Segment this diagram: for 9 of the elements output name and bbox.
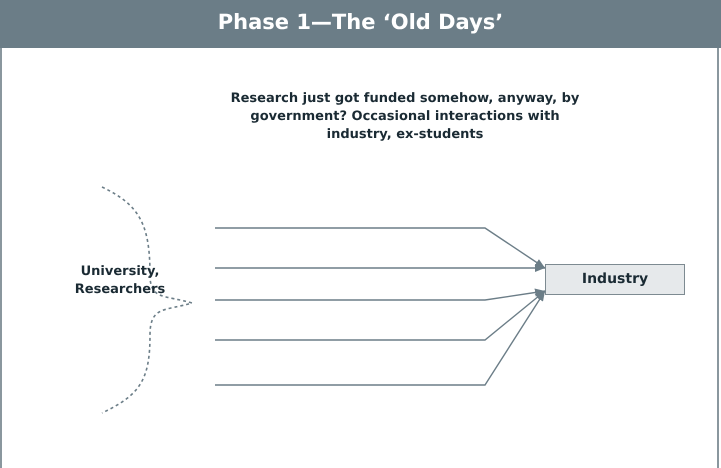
title: Phase 1—The ‘Old Days’: [216, 10, 504, 34]
industry-box: Industry: [545, 264, 685, 295]
arrow: [215, 227, 546, 269]
arrow: [215, 290, 546, 386]
note-text: Research just got funded somehow, anyway, by government? Occasional interactions with industry, ex-students: [230, 90, 580, 144]
node-label: University, Researchers: [74, 263, 166, 299]
arrow: [215, 290, 546, 341]
arrow: [215, 264, 545, 272]
arrow: [215, 288, 546, 301]
